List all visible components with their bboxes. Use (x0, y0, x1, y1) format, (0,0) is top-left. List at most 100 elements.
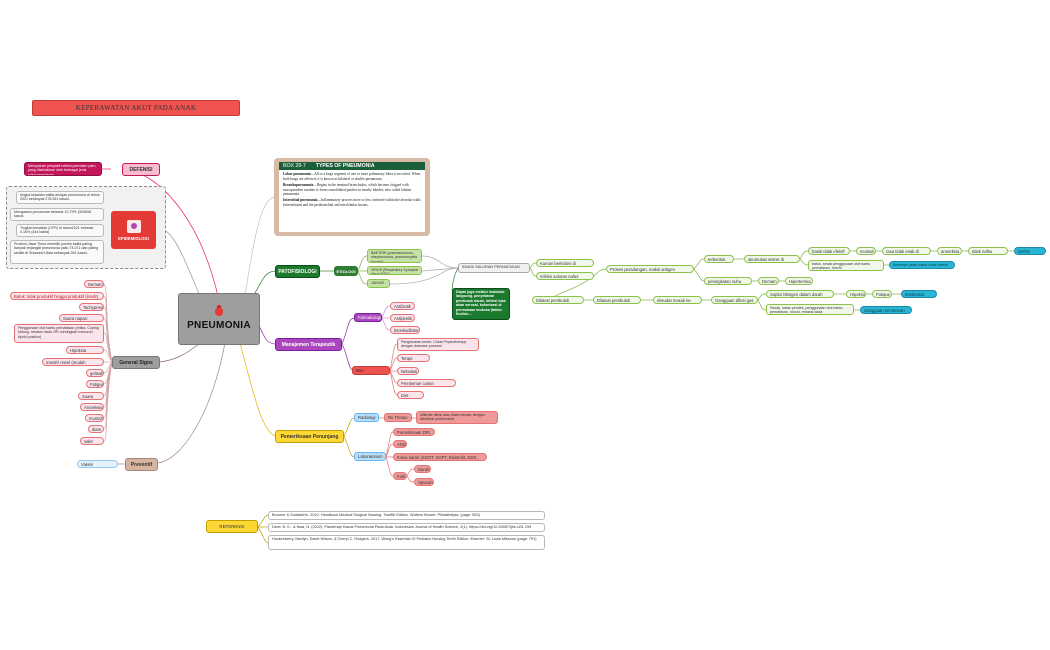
preventif-item[interactable]: Vaksin Pneumonia (77, 460, 118, 468)
non-farmakologi-item[interactable]: Pemberian cairan intravena (397, 379, 456, 387)
page-title: KEPERAWATAN AKUT PADA ANAK (32, 100, 240, 116)
branch-preventif[interactable]: Preventif (125, 458, 158, 471)
dilatasi-node-2[interactable]: Dilatasi pembuluh darah (593, 296, 641, 304)
epidemiologi-label: EPIDEMIOLOGI (118, 235, 149, 241)
non-farmakologi-item[interactable]: Pengeluaran lendir: Chest Physiotherapy … (397, 338, 479, 351)
terbentuk-node[interactable]: terbentuk sekret (704, 255, 734, 263)
sign-item[interactable]: Fatigue (86, 380, 104, 388)
batuk-sesak-node[interactable]: batuk, sesak penggunaan otot bantu pemaf… (808, 260, 884, 271)
tidak-nafsu-node[interactable]: tidak nafsu makan (968, 247, 1008, 255)
reference-item[interactable]: Dewi, N. K., & Nasi, N. (2022). Fisioter… (268, 523, 545, 532)
non-farmakologi-node[interactable]: Non Farmakologi (352, 366, 390, 375)
sign-item[interactable]: Suara napas: rhonchi (59, 314, 104, 322)
akumulasi-node[interactable]: akumulasi sekret di bronkus (744, 255, 800, 263)
sign-item[interactable]: Tachypnea (79, 303, 104, 311)
kultur-item[interactable]: Darah (414, 465, 431, 473)
suhu-node[interactable]: peningkatan suhu tubuh (704, 277, 752, 285)
sign-item[interactable]: Penggunaan otot bantu pernafasan (retika… (14, 324, 104, 343)
sign-item[interactable]: muntah (85, 414, 104, 422)
type-term: Bronchopneumonia (283, 182, 314, 187)
diagnosis-gangguan-pertukaran-gas[interactable]: Gangguan pertukaran gas (860, 306, 912, 314)
types-box-heading: TYPES OF PNEUMONIA (315, 163, 375, 169)
kultur-item[interactable]: Sputum (414, 478, 434, 486)
branch-referensi[interactable]: REFERENSI (206, 520, 258, 533)
batuk-efektif-node[interactable]: batuk tidak efektif (808, 247, 850, 255)
farmakologi-item[interactable]: Antibiotik (390, 302, 415, 310)
dilatasi-node[interactable]: Dilatasi pembuluh darah (532, 296, 584, 304)
rasa-mual-node[interactable]: rasa tidak enak di mulut (882, 247, 931, 255)
etiologi-node[interactable]: ETIOLOGI (334, 266, 358, 276)
farmakologi-item[interactable]: Bronkodilator (390, 326, 420, 334)
sign-item[interactable]: Anoreksia (80, 403, 104, 411)
epidemiologi-item[interactable]: Tingkat kematian (CFR) di tahun2021 sebe… (16, 224, 104, 237)
types-of-pneumonia-image: BOX 28-7 TYPES OF PNEUMONIA Lobar pneumo… (274, 158, 430, 236)
bakteri-node[interactable]: BAKTERI (pneumococcus, streptococcus, pn… (367, 249, 422, 263)
non-farmakologi-item[interactable]: Diet Nutrisi (397, 391, 424, 399)
epidemiologi-node[interactable]: EPIDEMIOLOGI (111, 211, 156, 249)
sign-item[interactable]: Suara serak (78, 392, 104, 400)
central-topic-label: PNEUMONIA (187, 320, 251, 331)
note-node[interactable]: Dapat juga melalui inokulasi langsung, p… (452, 288, 510, 320)
branch-pemeriksaan-penunjang[interactable]: Pemeriksaan Penunjang (275, 430, 344, 443)
infeksi-node[interactable]: Infeksi saluran nafas bawah (536, 272, 594, 280)
sign-item[interactable]: gelisah (86, 369, 104, 377)
diagnosis-defisit-nutrisi[interactable]: Defisit Nutrisi (1014, 247, 1046, 255)
people-icon (126, 219, 141, 233)
laboratorium-node[interactable]: Laboratorium (354, 452, 386, 461)
epidemiologi-item[interactable]: Angka kejadian balita dengan pneumonia d… (16, 191, 104, 204)
type-term: Lobar pneumonia (283, 172, 311, 176)
hipoksia-node[interactable]: Hipoksia (846, 290, 866, 298)
farmakologi-node[interactable]: Farmakologi (354, 313, 382, 322)
muntah-node[interactable]: muntah (856, 247, 876, 255)
sign-item[interactable]: diare (88, 425, 104, 433)
types-box-header: BOX 28-7 TYPES OF PNEUMONIA (279, 162, 425, 170)
fatique-node[interactable]: Fatique (872, 290, 892, 298)
sesak-node[interactable]: Sesak, nafas pendek, penggunaan otot ban… (766, 304, 854, 315)
radiologi-node[interactable]: Radiologi (354, 413, 379, 422)
jamur-node[interactable]: JAMUR (367, 279, 390, 288)
sign-item[interactable]: marah/ rewel (mudah cengeng) (42, 358, 104, 366)
virus-node[interactable]: VIRUS (Respiratory Syncytial Virus/ RSV) (367, 266, 422, 275)
proses-node[interactable]: Proses peradangan, reaksi antigen antibo… (606, 265, 694, 273)
invasi-node[interactable]: INVASI SALURAN PERNAFASAN (458, 263, 530, 273)
non-farmakologi-item[interactable]: Terapi oksigen (397, 354, 430, 362)
eksudat-node[interactable]: eksudat masuk ke alveoli (653, 296, 702, 304)
non-farmakologi-item[interactable]: Nebulasi (397, 367, 419, 375)
ro-thorax-desc[interactable]: infiltrate difusi atau tidak merata, den… (416, 411, 498, 424)
suplai-node[interactable]: Suplai Oksigen dalam darah menurun (766, 290, 834, 298)
ro-thorax-node[interactable]: Ro Thorax (384, 413, 412, 422)
anoreksia-node[interactable]: anoreksia (937, 247, 962, 255)
type-desc: —All or a large segment of one or more p… (283, 172, 421, 181)
hipertermia-node[interactable]: Hipertermia (785, 277, 813, 285)
reference-item[interactable]: Brunner & Suddarth's. 2010. Handbook Med… (268, 511, 545, 520)
virus-icon (215, 305, 223, 316)
diagnosis-intoleransi-aktifitas[interactable]: Intoleransi aktifitas (901, 290, 937, 298)
type-desc: —Inflammatory process more or less confi… (283, 198, 421, 208)
sign-item[interactable]: Demam (84, 280, 104, 288)
type-term: Interstitial pneumonia (283, 198, 318, 203)
branch-patofisiologi[interactable]: PATOFISIOLOGI (275, 265, 320, 278)
types-box-number: BOX 28-7 (283, 163, 306, 169)
demam-node[interactable]: Demam (758, 277, 779, 285)
sign-item[interactable]: Hipoksia Jaringan (66, 346, 104, 354)
sign-item[interactable]: Batuk: tidak produktif hingga produktif … (10, 292, 104, 300)
defenisi-text[interactable]: Merupakan penyakit infeksi parenkim paru… (24, 162, 102, 176)
reference-item[interactable]: Hockenberry, Marilyn, David Wilson, & Ch… (268, 535, 545, 550)
epidemiologi-item[interactable]: Provinsi Jawa Timur memiliki jumlah bali… (10, 240, 104, 264)
diagnosis-bersihan-jalan-nafas[interactable]: Bersihan jalan nafas tidak efektif (889, 261, 955, 269)
sign-item[interactable]: sakit perut (80, 437, 104, 445)
lab-item[interactable]: AGD (393, 440, 407, 448)
farmakologi-item[interactable]: Antipiretik (390, 314, 415, 322)
central-topic-pneumonia[interactable]: PNEUMONIA (178, 293, 260, 345)
epidemiologi-item[interactable]: Mengalami penurunan sebesar 10,79% (3098… (10, 208, 104, 221)
branch-manajemen-terapeutik[interactable]: Manajemen Terapeutik (275, 338, 342, 351)
lab-item[interactable]: Kimia darah (SGOT, SGPT, Elektrolit, GDS… (393, 453, 487, 461)
branch-general-signs[interactable]: General Signs (112, 356, 160, 369)
branch-defenisi[interactable]: DEFENISI (122, 163, 160, 176)
gangguan-difusi-node[interactable]: Gangguan difusi gas (711, 296, 758, 304)
kultur-node[interactable]: Kultur (393, 472, 407, 480)
lab-item[interactable]: Pemeriksaan DPL (393, 428, 435, 436)
kuman-node[interactable]: Kuman berkoloni di bronkus (536, 259, 594, 267)
